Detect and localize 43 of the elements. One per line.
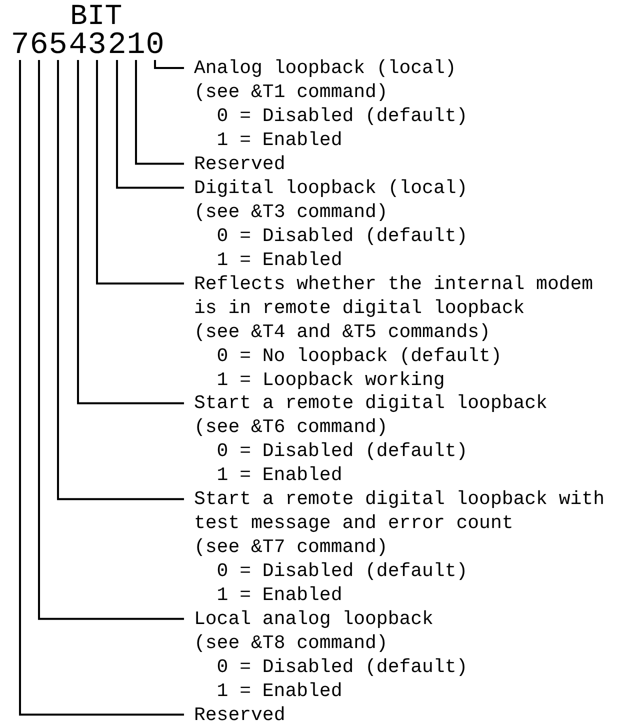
leader-line [96,60,184,285]
bit-number: 5 [48,30,68,62]
bit-function-text: Digital loopback (local) [194,176,469,200]
bit-function-text: Reserved [194,152,286,176]
bit-number: 6 [30,30,48,62]
command-reference: (see &T4 and &T5 commands) [194,320,492,344]
bit-number: 4 [68,30,88,62]
bit-header: BIT [70,2,122,32]
setting-value: 0 = Disabled (default) [216,439,469,464]
bit-function-text: Reserved [194,702,286,726]
leader-line [154,60,184,69]
leader-line [19,60,184,716]
setting-value: 0 = Disabled (default) [216,559,469,584]
setting-value: 0 = Disabled (default) [216,104,469,128]
bit-function-text: Analog loopback (local) [194,56,458,80]
bit-function-text: Start a remote digital loopback with test message and error count [194,487,606,536]
setting-value: 1 = Enabled [216,583,344,608]
leader-line [77,60,184,404]
setting-value: 0 = Disabled (default) [216,654,469,679]
command-reference: (see &T1 command) [194,80,389,104]
setting-value: 1 = Loopback working [216,368,446,392]
bit-function-text: Local analog loopback [194,606,434,631]
setting-value: 1 = Enabled [216,463,344,488]
leader-line [57,60,184,500]
setting-value: 1 = Enabled [216,678,344,703]
bit-function-text: Reflects whether the internal modem is in remote digital loopback [194,272,594,320]
bit-function-text: Start a remote digital loopback [194,391,548,416]
leader-line [135,60,184,165]
command-reference: (see &T8 command) [194,630,389,655]
setting-value: 0 = No loopback (default) [216,344,503,368]
bit-number: 1 [126,30,146,62]
command-reference: (see &T6 command) [194,415,389,440]
command-reference: (see &T3 command) [194,200,389,224]
setting-value: 1 = Enabled [216,248,344,272]
bit-number: 7 [10,30,30,62]
setting-value: 1 = Enabled [216,128,344,152]
leader-line [38,60,184,620]
bit-number: 3 [88,30,106,62]
setting-value: 0 = Disabled (default) [216,224,469,248]
bit-number: 0 [146,30,164,62]
leader-line [116,60,184,189]
bit-number: 2 [108,30,126,62]
command-reference: (see &T7 command) [194,535,389,560]
